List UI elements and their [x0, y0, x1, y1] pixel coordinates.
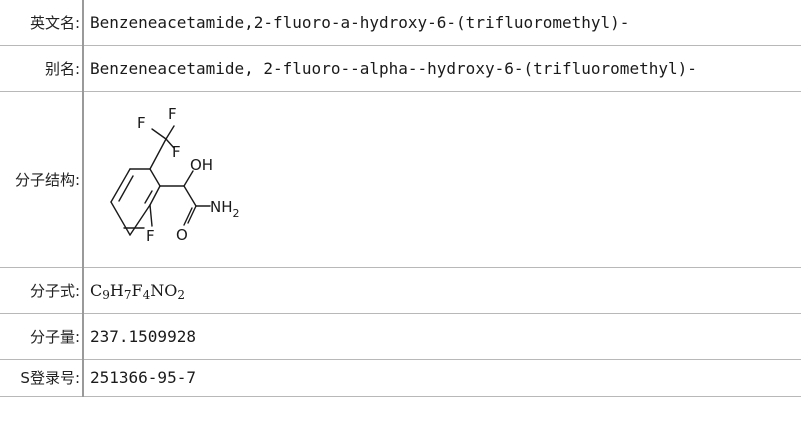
- formula-element: C: [90, 280, 103, 300]
- row-formula: 分子式: C9H7F4NO2: [0, 267, 801, 314]
- formula-value: C9H7F4NO2: [82, 267, 801, 314]
- alias-label: 别名:: [0, 45, 84, 92]
- english-name-label: 英文名:: [0, 0, 84, 46]
- row-english-name: 英文名: Benzeneacetamide,2-fluoro-a-hydroxy…: [0, 0, 801, 46]
- molecular-weight-label: 分子量:: [0, 313, 84, 360]
- atom-oh: OH: [190, 156, 213, 174]
- ring-bond: [110, 200, 131, 236]
- formula-element: F: [131, 280, 143, 300]
- carbonyl-carbon-bond: [183, 184, 197, 207]
- atom-f-left: F: [168, 105, 177, 123]
- cas-value: 251366-95-7: [82, 359, 801, 397]
- structure-cell: F F F OH F O NH2: [82, 91, 801, 268]
- ring-bond: [129, 203, 151, 236]
- english-name-value: Benzeneacetamide,2-fluoro-a-hydroxy-6-(t…: [82, 0, 801, 46]
- compound-info-table: 英文名: Benzeneacetamide,2-fluoro-a-hydroxy…: [0, 0, 801, 397]
- formula-count: 9: [102, 287, 110, 302]
- atom-f-right: F: [172, 143, 181, 161]
- oh-bond: [183, 169, 194, 187]
- atom-f-ring: F: [146, 227, 155, 245]
- atom-f-top: F: [137, 114, 146, 132]
- alias-value: Benzeneacetamide, 2-fluoro--alpha--hydro…: [82, 45, 801, 92]
- formula-count: 2: [177, 287, 185, 302]
- atom-o-carbonyl: O: [176, 226, 188, 244]
- carbonyl-double-bond: [183, 206, 193, 226]
- formula-element: H: [109, 280, 124, 300]
- molecular-weight-value: 237.1509928: [82, 313, 801, 360]
- cf3-bond: [149, 137, 167, 170]
- molecule-svg: F F F OH F O NH2: [110, 105, 240, 245]
- carbonyl-bond: [187, 204, 197, 224]
- row-cas: S登录号: 251366-95-7: [0, 359, 801, 397]
- row-structure: 分子结构:: [0, 91, 801, 268]
- structure-label: 分子结构:: [0, 91, 84, 268]
- ring-bond: [149, 184, 161, 206]
- cf3-f-bond: [151, 127, 167, 140]
- formula-element: NO: [150, 280, 178, 300]
- ring-f-bond: [149, 203, 153, 227]
- cas-label: S登录号:: [0, 359, 84, 397]
- formula-count: 4: [142, 287, 151, 302]
- ring-bond: [110, 167, 131, 203]
- ring-bond: [149, 167, 161, 187]
- cf3-f-bond: [165, 137, 175, 149]
- row-alias: 别名: Benzeneacetamide, 2-fluoro--alpha--h…: [0, 45, 801, 92]
- formula-label: 分子式:: [0, 267, 84, 314]
- cf3-f-bond: [165, 124, 175, 140]
- atom-nh2: NH2: [210, 198, 240, 220]
- ring-double-bond: [118, 174, 134, 202]
- ring-double-bond: [144, 189, 153, 204]
- molecule-structure-image: F F F OH F O NH2: [90, 100, 290, 260]
- formula-count: 7: [123, 287, 132, 302]
- row-molecular-weight: 分子量: 237.1509928: [0, 313, 801, 360]
